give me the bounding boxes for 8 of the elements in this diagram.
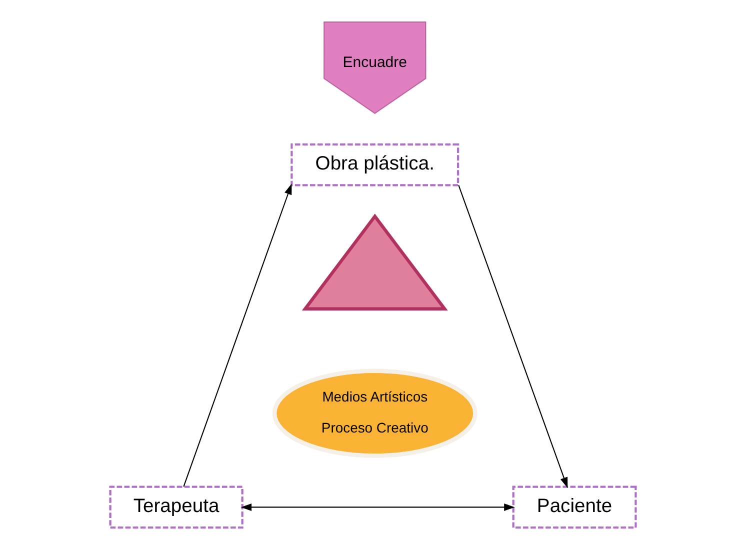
node-box: Obra plástica. [290, 143, 459, 186]
node-box: Terapeuta [108, 486, 243, 529]
arrow [240, 503, 514, 511]
arrow [458, 185, 568, 488]
node-ellipse: Medios Artísticos Proceso Creativo [272, 368, 477, 458]
node-box: Paciente [512, 486, 636, 529]
node-triangle [301, 214, 448, 311]
arrow [182, 184, 292, 487]
